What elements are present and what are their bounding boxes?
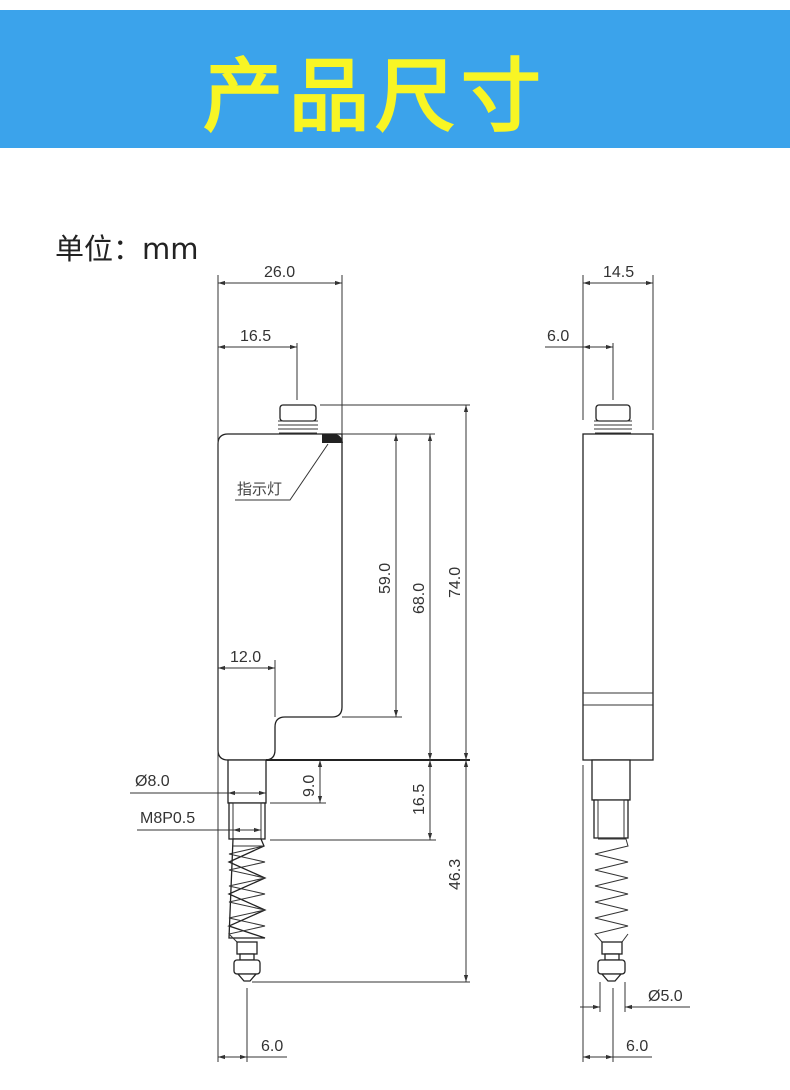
dim-side-tip-offset: 6.0 [626, 1038, 648, 1055]
page-title: 产品尺寸 [203, 50, 547, 143]
front-connector [278, 404, 318, 434]
dim-stem-9: 9.0 [301, 775, 318, 797]
dim-side-width: 14.5 [603, 264, 634, 281]
indicator-light [322, 434, 343, 443]
side-view: 14.5 6.0 Ø5.0 6.0 [545, 264, 690, 1062]
dim-thread: M8P0.5 [140, 810, 195, 827]
dim-front-width: 26.0 [264, 264, 295, 281]
dim-front-connector-offset: 16.5 [240, 328, 271, 345]
front-view: 指示灯 26.0 16.5 59.0 68.0 74.0 12.0 [130, 264, 470, 1062]
dim-stem-diameter: Ø8.0 [135, 773, 170, 790]
indicator-label: 指示灯 [237, 480, 282, 498]
front-stem [227, 759, 267, 982]
dim-stroke: 46.3 [447, 859, 464, 890]
header-banner: 产品尺寸 [0, 10, 790, 148]
side-body [582, 433, 654, 761]
dim-tip-diameter: Ø5.0 [648, 988, 683, 1005]
side-connector [594, 404, 632, 434]
dim-step-width: 12.0 [230, 649, 261, 666]
dim-height-74: 74.0 [447, 567, 464, 598]
unit-label: 单位：mm [55, 232, 199, 266]
indicator-leader [235, 443, 329, 501]
dim-height-68: 68.0 [411, 583, 428, 614]
dim-height-59: 59.0 [377, 563, 394, 594]
front-body [217, 433, 343, 761]
dim-stem-16: 16.5 [411, 784, 428, 815]
side-stem [591, 759, 631, 982]
dim-side-connector-offset: 6.0 [547, 328, 569, 345]
dim-front-tip-offset: 6.0 [261, 1038, 283, 1055]
